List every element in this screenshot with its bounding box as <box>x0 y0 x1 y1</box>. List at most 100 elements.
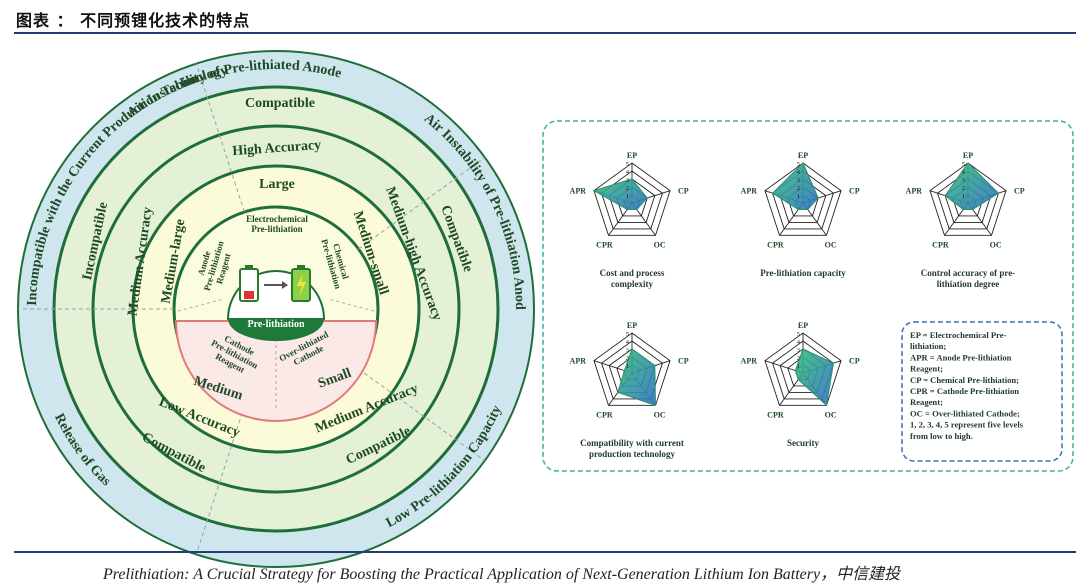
radar-axis-label: APR <box>906 187 923 196</box>
radar-tick-label: 3 <box>797 347 800 354</box>
legend-line: CPR = Cathode Pre-lithiation <box>910 386 1019 396</box>
legend-line: from low to high. <box>910 431 973 441</box>
legend-line: Reagent; <box>910 397 943 407</box>
radar-grid-level <box>593 332 671 406</box>
footer-rule <box>14 551 1076 553</box>
radar-tick-label: 4 <box>797 169 801 176</box>
radar-tick-label: 5 <box>626 331 629 338</box>
radar-tick-label: 5 <box>797 331 800 338</box>
sector-divider <box>358 368 486 462</box>
radar-axis-label: CPR <box>596 410 613 419</box>
radar-axis-label: OC <box>654 410 666 419</box>
radar-tick-label: 3 <box>962 177 965 184</box>
radar-axis-label: APR <box>570 357 587 366</box>
radar-tick-label: 1 <box>797 193 800 200</box>
radar-axis-label: OC <box>825 240 837 249</box>
radar-series-area <box>617 348 657 407</box>
radar-axis-label: CP <box>849 187 860 196</box>
capacity-label: Large <box>259 177 295 192</box>
radar-axis-label: APR <box>741 357 758 366</box>
radar-axis-label: OC <box>654 240 666 249</box>
lightning-icon <box>297 273 306 297</box>
radar-axis-label: CPR <box>932 240 949 249</box>
radar-tick-label: 1 <box>626 363 629 370</box>
legend-line: OC = Over-lithiated Cathode; <box>910 408 1020 418</box>
radar-tick-label: 3 <box>797 177 800 184</box>
radar-title: Control accuracy of pre-lithiation degre… <box>921 268 1015 289</box>
radar-series-area <box>944 162 1000 210</box>
figure-header: 图表 ： 不同预锂化技术的特点 <box>14 4 1076 34</box>
radar-axis-label: CPR <box>596 240 613 249</box>
radar-axis-label: CPR <box>767 410 784 419</box>
method-label: AnodePre-lithiationReagent <box>192 237 235 295</box>
radar-series-area <box>771 162 819 210</box>
pre-lithiation-circle-diagram: Pre-lithiationLargeMedium-smallSmallMedi… <box>0 0 535 568</box>
radar-series-area <box>794 348 834 407</box>
radar-axis-label: OC <box>990 240 1002 249</box>
radar-grid-level <box>601 340 663 400</box>
compatibility-label: Compatible <box>245 96 315 111</box>
center-label: Pre-lithiation <box>247 319 304 330</box>
radar-tick-label: 2 <box>626 185 629 192</box>
radar-title: Security <box>787 438 819 448</box>
legend-text: EP = Electrochemical Pre-lithiation;APR … <box>910 330 1024 441</box>
radar-axis-label: APR <box>570 187 587 196</box>
accuracy-label: High Accuracy <box>232 138 322 159</box>
radar-tick-label: 5 <box>797 161 800 168</box>
radar-axis-label: CP <box>1014 187 1025 196</box>
radar-tick-label: 3 <box>626 177 629 184</box>
radar-axis-label: EP <box>963 151 973 160</box>
header-rule <box>14 32 1076 34</box>
radar-tick-label: 3 <box>626 347 629 354</box>
radar-tick-label: 1 <box>626 193 629 200</box>
radar-tick-label: 4 <box>962 169 966 176</box>
legend-line: CP = Chemical Pre-lithiation; <box>910 375 1019 385</box>
radar-axis-label: EP <box>627 151 637 160</box>
legend-box <box>901 321 1063 462</box>
figure-title: 图表 ： 不同预锂化技术的特点 <box>16 11 251 30</box>
legend-line: lithiation; <box>910 341 946 351</box>
radar-axis-label: EP <box>798 321 808 330</box>
chemical-divider <box>327 298 375 312</box>
radar-grid-level <box>929 162 1007 236</box>
radar-tick-label: 2 <box>797 355 800 362</box>
radar-series-area <box>592 178 648 210</box>
center-badge-band <box>228 319 324 341</box>
radar-axis-label: EP <box>627 321 637 330</box>
radar-tick-label: 1 <box>797 363 800 370</box>
battery-terminal-icon <box>297 265 305 269</box>
radar-tick-label: 2 <box>962 185 965 192</box>
sector-divider <box>358 156 486 250</box>
radar-title: Pre-lithiation capacity <box>760 268 846 278</box>
radar-grid-level <box>772 340 834 400</box>
radar-tick-label: 1 <box>962 193 965 200</box>
radar-tick-label: 2 <box>626 355 629 362</box>
sector-divider <box>195 63 245 213</box>
radar-tick-label: 2 <box>797 185 800 192</box>
radar-tick-label: 4 <box>626 169 630 176</box>
legend-line: 1, 2, 3, 4, 5 represent five levels <box>910 420 1024 430</box>
legend-line: EP = Electrochemical Pre- <box>910 330 1007 340</box>
radar-axis-label: CP <box>678 187 689 196</box>
legend-line: APR = Anode Pre-lithiation <box>910 352 1012 362</box>
radar-tick-label: 5 <box>626 161 629 168</box>
anode-divider <box>177 298 225 312</box>
radar-grid-level <box>593 162 671 236</box>
radar-axis-label: APR <box>741 187 758 196</box>
sector-divider <box>195 405 245 555</box>
radar-axis-label: EP <box>798 151 808 160</box>
battery-terminal-icon <box>245 265 253 269</box>
radar-tick-label: 4 <box>626 339 630 346</box>
radar-tick-label: 5 <box>962 161 965 168</box>
radar-axis-label: OC <box>825 410 837 419</box>
radar-grid-level <box>764 332 842 406</box>
radar-tick-label: 4 <box>797 339 801 346</box>
